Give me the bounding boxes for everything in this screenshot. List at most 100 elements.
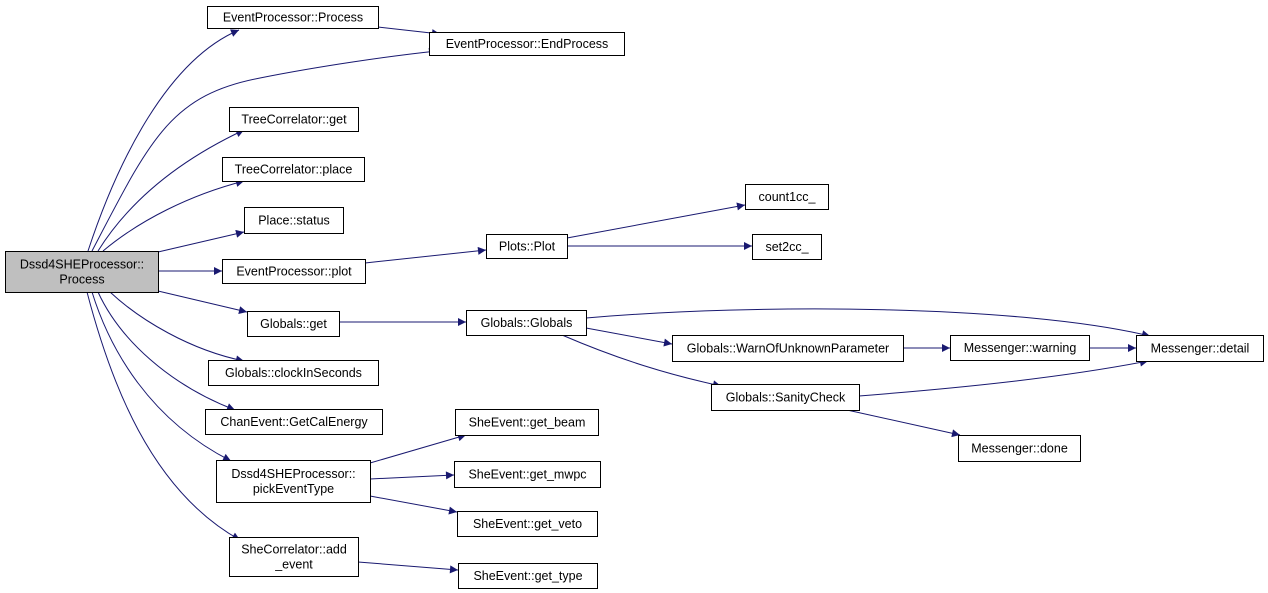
node-msg_done[interactable]: Messenger::done [958,435,1081,462]
edge-pick_event-to-she_beam [369,433,467,464]
node-warn_unknown[interactable]: Globals::WarnOfUnknownParameter [672,335,904,362]
edge-globals_globals-to-sanity [561,334,722,389]
node-she_add[interactable]: SheCorrelator::add_event [229,537,359,577]
node-box-she_veto [457,511,598,537]
edge-globals_globals-to-msg_detail [585,308,1151,339]
node-label-root-line2: Process [59,273,104,287]
edge-ep_plot-to-plots_plot [364,246,487,264]
node-plots_plot[interactable]: Plots::Plot [486,234,568,259]
node-label-tc_place: TreeCorrelator::place [235,163,353,177]
node-chan_getcal[interactable]: ChanEvent::GetCalEnergy [205,409,383,435]
edge-root-to-globals_get [157,290,248,315]
edge-sanity-to-msg_done [846,409,961,438]
node-label-she_mwpc: SheEvent::get_mwpc [468,468,586,482]
node-label-pick_event-line1: Dssd4SHEProcessor:: [231,467,355,481]
node-box-tc_get [229,107,359,132]
node-label-she_type: SheEvent::get_type [473,569,582,583]
node-ep_plot[interactable]: EventProcessor::plot [222,259,366,284]
node-place_status[interactable]: Place::status [244,207,344,234]
node-box-pick_event [216,460,371,503]
node-sanity[interactable]: Globals::SanityCheck [711,384,860,411]
node-tc_get[interactable]: TreeCorrelator::get [229,107,359,132]
edge-globals_globals-to-warn_unknown [585,327,673,347]
edge-root-to-ep_process [87,29,240,252]
edge-plots_plot-to-count1cc [566,202,746,239]
node-pick_event[interactable]: Dssd4SHEProcessor::pickEventType [216,460,371,503]
node-count1cc[interactable]: count1cc_ [745,184,829,210]
node-ep_process[interactable]: EventProcessor::Process [207,6,379,29]
node-label-globals_globals: Globals::Globals [481,316,573,330]
edge-root-to-place_status [157,229,245,253]
edge-root-to-tc_get [97,129,245,252]
edge-pick_event-to-she_mwpc [369,471,455,480]
edge-root-to-ep_endprocess [91,47,438,252]
node-globals_globals[interactable]: Globals::Globals [466,310,587,336]
node-box-msg_detail [1136,335,1264,362]
node-box-globals_globals [466,310,587,336]
node-label-she_veto: SheEvent::get_veto [473,517,582,531]
node-label-plots_plot: Plots::Plot [499,240,556,254]
node-label-warn_unknown: Globals::WarnOfUnknownParameter [687,342,889,356]
node-she_veto[interactable]: SheEvent::get_veto [457,511,598,537]
node-box-count1cc [745,184,829,210]
node-label-sanity: Globals::SanityCheck [726,391,846,405]
node-label-she_beam: SheEvent::get_beam [469,416,586,430]
node-label-set2cc: set2cc_ [765,240,809,254]
node-label-place_status: Place::status [258,214,330,228]
edge-sanity-to-msg_detail [858,358,1149,397]
node-label-root-line1: Dssd4SHEProcessor:: [20,258,144,272]
node-box-globals_get [247,311,340,337]
node-box-she_mwpc [454,461,601,488]
edge-root-to-chan_getcal [97,291,236,411]
node-set2cc[interactable]: set2cc_ [752,234,822,260]
node-box-plots_plot [486,234,568,259]
node-ep_endprocess[interactable]: EventProcessor::EndProcess [429,32,625,56]
node-label-she_add-line1: SheCorrelator::add [241,543,347,557]
node-box-msg_warning [950,335,1090,361]
edge-root-to-she_add [86,291,241,541]
node-msg_detail[interactable]: Messenger::detail [1136,335,1264,362]
node-msg_warning[interactable]: Messenger::warning [950,335,1090,361]
node-she_type[interactable]: SheEvent::get_type [458,563,598,589]
node-box-place_status [244,207,344,234]
node-box-sanity [711,384,860,411]
node-she_mwpc[interactable]: SheEvent::get_mwpc [454,461,601,488]
edge-root-to-globals_clock [109,291,245,364]
edge-pick_event-to-she_veto [369,495,458,515]
node-label-chan_getcal: ChanEvent::GetCalEnergy [220,415,368,429]
node-box-she_beam [455,409,599,436]
node-box-ep_process [207,6,379,29]
node-tc_place[interactable]: TreeCorrelator::place [222,157,365,182]
node-box-she_type [458,563,598,589]
node-label-count1cc: count1cc_ [759,190,817,204]
node-box-ep_plot [222,259,366,284]
node-box-chan_getcal [205,409,383,435]
node-box-tc_place [222,157,365,182]
node-box-set2cc [752,234,822,260]
nodes-layer: Dssd4SHEProcessor::Process EventProcessor… [5,6,1264,589]
node-label-tc_get: TreeCorrelator::get [241,113,347,127]
node-box-globals_clock [208,360,379,386]
edge-root-to-pick_event [91,291,232,462]
edge-she_add-to-she_type [357,561,459,574]
node-label-msg_warning: Messenger::warning [964,341,1077,355]
node-label-ep_process: EventProcessor::Process [223,11,363,25]
node-box-root [5,251,159,293]
node-box-she_add [229,537,359,577]
node-label-ep_endprocess: EventProcessor::EndProcess [446,37,609,51]
node-label-ep_plot: EventProcessor::plot [236,265,352,279]
node-box-msg_done [958,435,1081,462]
node-box-warn_unknown [672,335,904,362]
node-label-msg_detail: Messenger::detail [1151,342,1250,356]
node-label-she_add-line2: _event [274,558,313,572]
node-label-msg_done: Messenger::done [971,442,1068,456]
node-label-pick_event-line2: pickEventType [253,482,334,496]
node-box-ep_endprocess [429,32,625,56]
edge-root-to-tc_place [102,179,245,252]
node-she_beam[interactable]: SheEvent::get_beam [455,409,599,436]
node-root[interactable]: Dssd4SHEProcessor::Process [5,251,159,293]
node-globals_clock[interactable]: Globals::clockInSeconds [208,360,379,386]
node-globals_get[interactable]: Globals::get [247,311,340,337]
node-label-globals_get: Globals::get [260,317,327,331]
